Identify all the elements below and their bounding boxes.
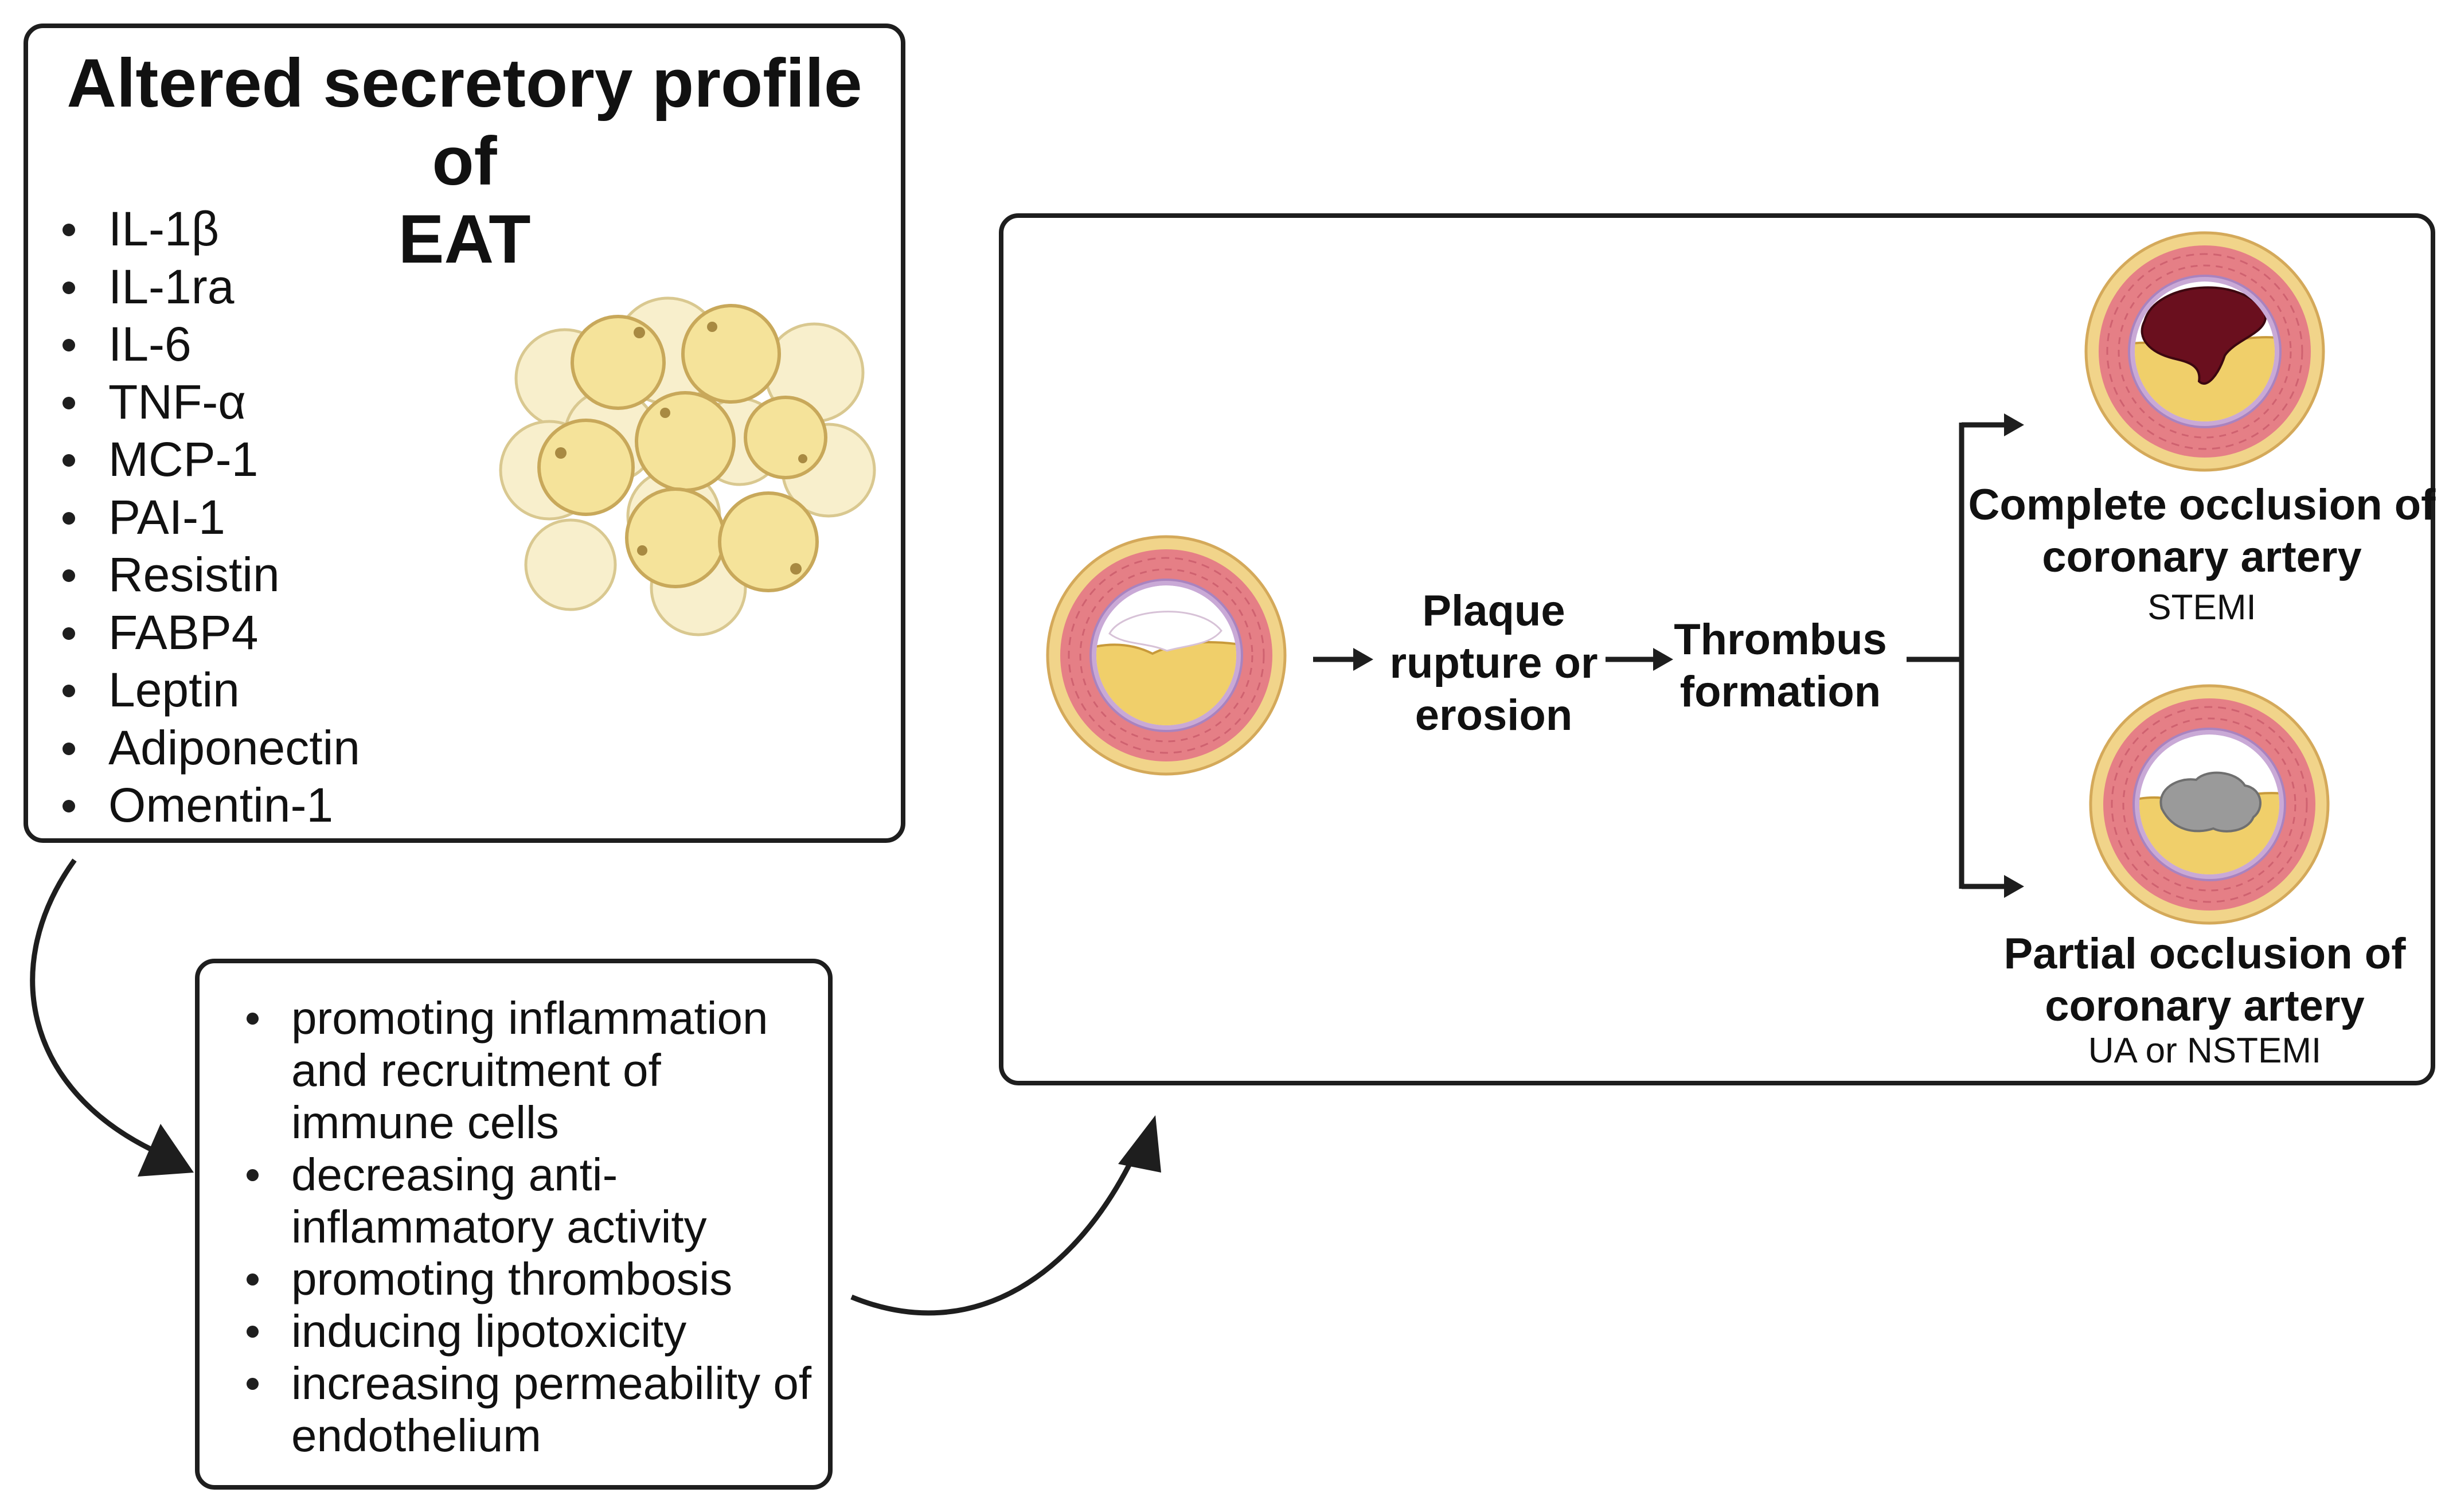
complete-occlusion-label: Complete occlusion of coronary artery [1967, 479, 2437, 583]
partial-occlusion-label: Partial occlusion of coronary artery [1978, 928, 2431, 1032]
adipokine-item: Adiponectin [63, 719, 360, 777]
step-plaque-label: Plaque rupture or erosion [1373, 585, 1614, 741]
stemi-label: STEMI [2147, 588, 2256, 627]
adipokine-item: Omentin-1 [63, 776, 360, 834]
eat-title-line2: EAT [398, 201, 531, 278]
adipokine-item: MCP-1 [63, 431, 360, 489]
step-plaque-text: Plaque rupture or erosion [1389, 587, 1598, 740]
effect-item: inducing lipotoxicity [247, 1305, 830, 1357]
eat-title: Altered secretory profile of EAT [28, 44, 901, 278]
effects-box: promoting inflammation and recruitment o… [195, 959, 833, 1490]
effect-item: promoting inflammation and recruitment o… [247, 992, 830, 1148]
arrow-right-icon [1606, 648, 1673, 671]
adipokine-item: IL-6 [63, 315, 360, 373]
branch-arrow-icon [1907, 413, 2024, 898]
adipocyte-cluster-icon [499, 296, 876, 636]
arrow-right-icon [1313, 648, 1373, 671]
adipokine-item: IL-1β [63, 200, 360, 258]
adipokine-item: Leptin [63, 661, 360, 719]
adipokine-item: Resistin [63, 546, 360, 604]
effect-item: decreasing anti-inflammatory activity [247, 1148, 830, 1253]
effect-item: promoting thrombosis [247, 1253, 830, 1305]
effect-item: increasing permeability of endothelium [247, 1357, 830, 1462]
curved-arrow-icon [850, 1115, 1161, 1316]
ua-nstemi-label: UA or NSTEMI [2088, 1031, 2322, 1070]
adipokine-item: TNF-α [63, 373, 360, 431]
artery-partial-occlusion-icon [2089, 684, 2330, 925]
complete-occlusion-text: Complete occlusion of coronary artery [1968, 480, 2436, 581]
step-thrombus-label: Thrombus formation [1666, 614, 1895, 718]
artery-plaque-icon [1046, 535, 1287, 776]
curved-arrow-icon [30, 858, 194, 1177]
step-thrombus-text: Thrombus formation [1674, 615, 1887, 716]
artery-complete-occlusion-icon [2084, 231, 2325, 472]
adipokine-list: IL-1β IL-1ra IL-6 TNF-α MCP-1 PAI-1 Resi… [63, 200, 360, 834]
eat-title-line1: Altered secretory profile of [67, 45, 862, 200]
adipokine-item: IL-1ra [63, 258, 360, 316]
partial-occlusion-text: Partial occlusion of coronary artery [2003, 929, 2406, 1030]
adipokine-item: FABP4 [63, 604, 360, 662]
effects-list: promoting inflammation and recruitment o… [247, 992, 830, 1462]
adipokine-item: PAI-1 [63, 489, 360, 546]
